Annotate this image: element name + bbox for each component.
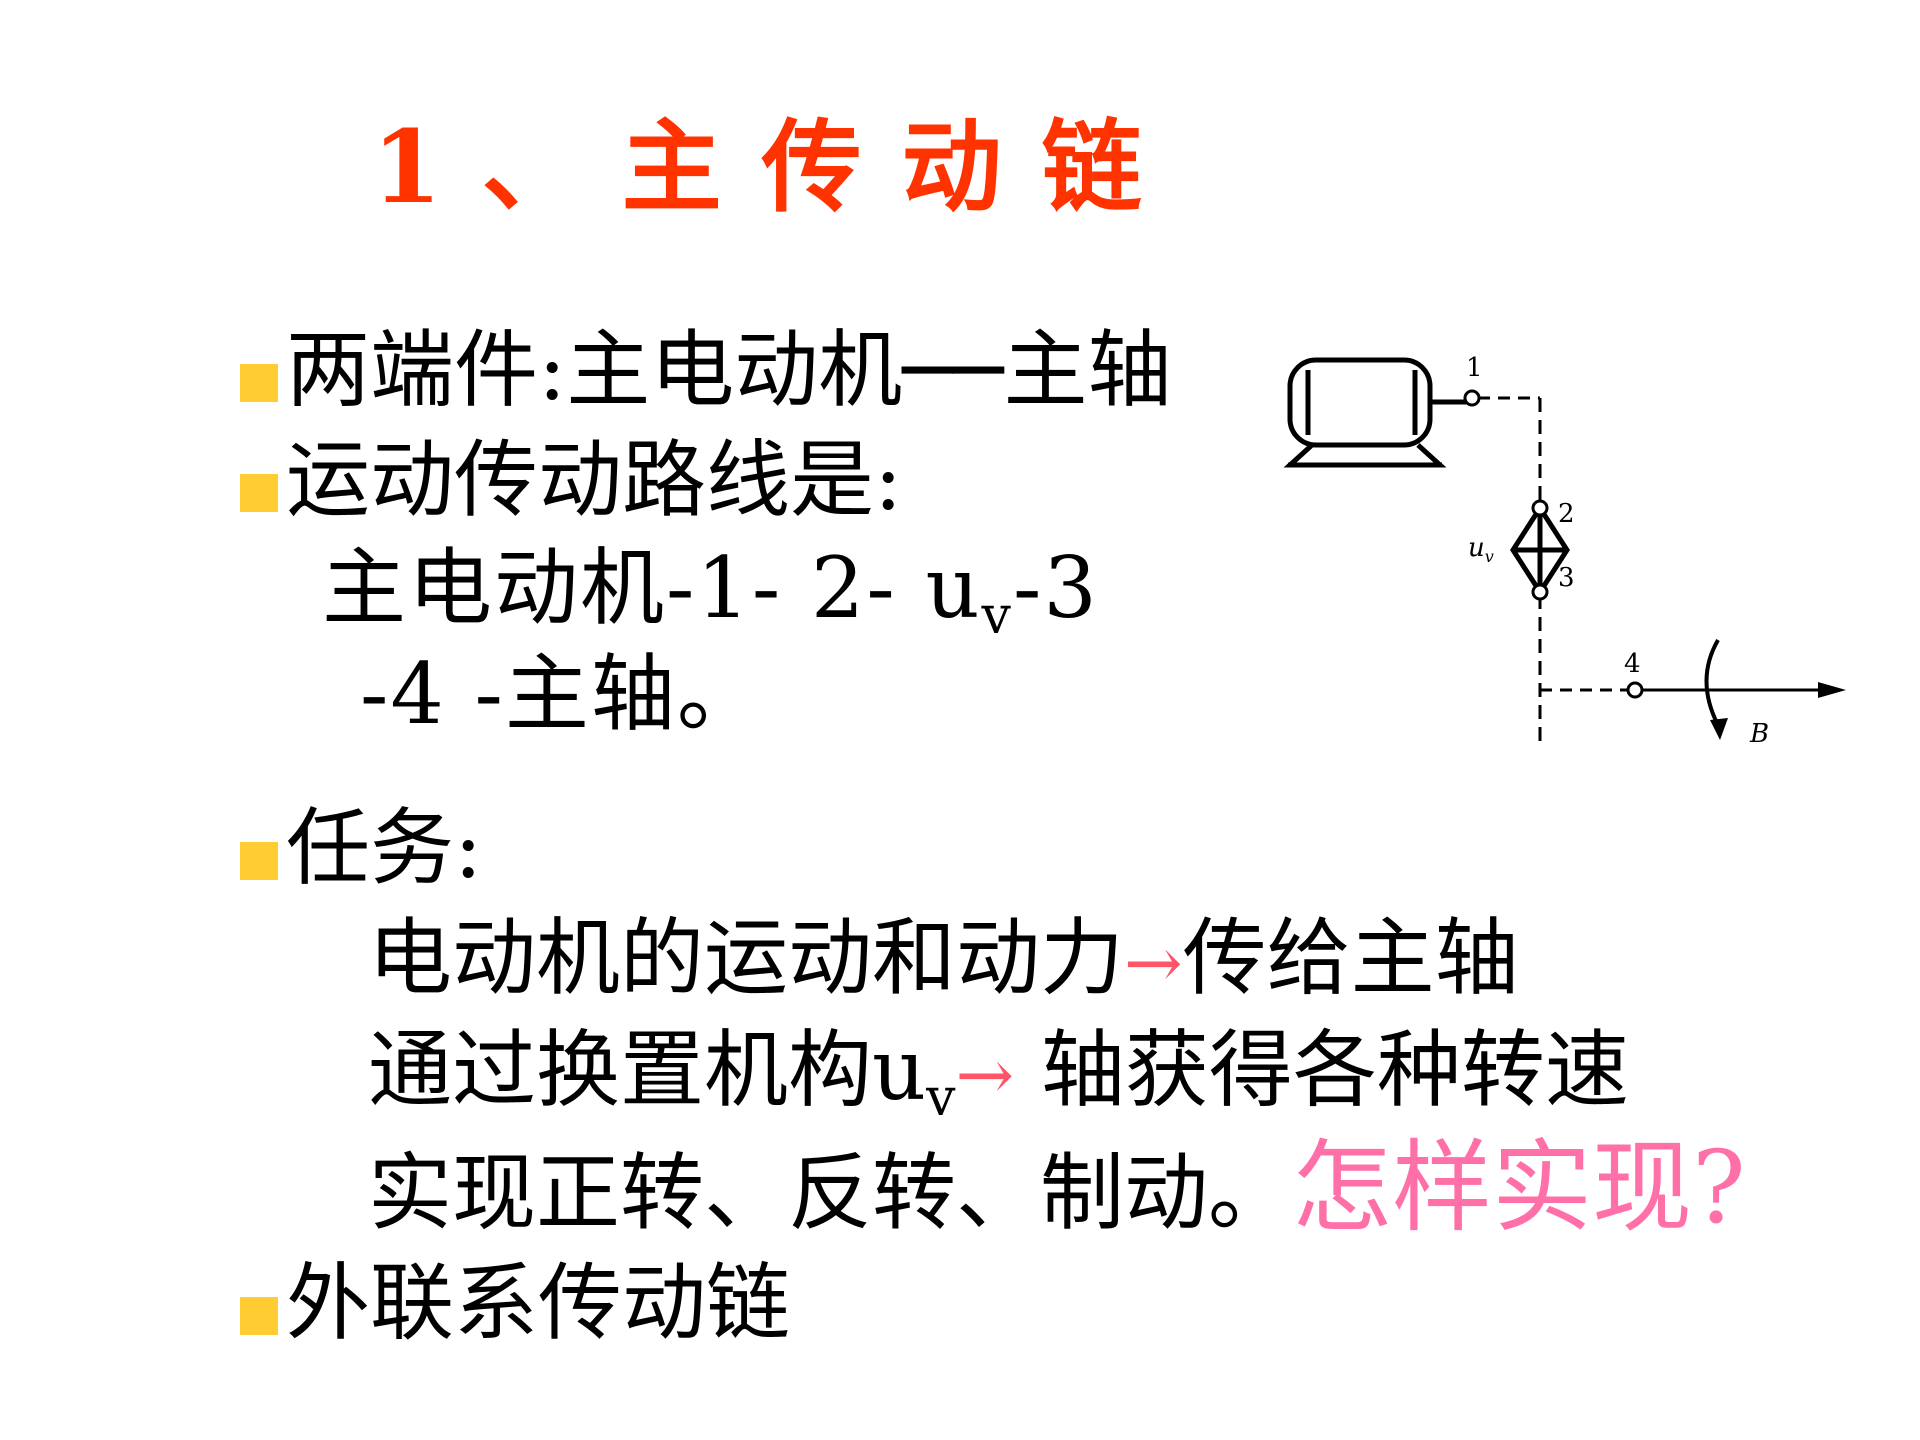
label-1: 1 xyxy=(1466,353,1483,383)
bullet-task: 任务: xyxy=(240,800,482,897)
question-text: 怎样实现? xyxy=(1292,1129,1746,1246)
task-line-1-b: 传给主轴 xyxy=(1182,909,1519,1007)
task-line-1-a: 电动机的运动和动力 xyxy=(368,909,1125,1007)
bullet-square-icon xyxy=(240,364,278,402)
bullet-ends: 两端件:主电动机──主轴 xyxy=(240,322,1171,419)
label-uv-main: u xyxy=(1468,533,1485,563)
task-line-3-text: 实现正转、反转、制动。 xyxy=(368,1144,1293,1242)
bullet-square-icon xyxy=(240,1297,278,1335)
uv-subscript: v xyxy=(926,1068,956,1128)
motor-icon xyxy=(1283,357,1468,468)
transmission-diagram: 1 2 3 4 uv B xyxy=(1283,353,1846,749)
task-heading: 任务: xyxy=(286,799,483,897)
arrow-right-icon: → xyxy=(955,1034,1015,1116)
external-text: 外联系传动链 xyxy=(286,1254,791,1352)
task-line-2: 通过换置机构uv→ 轴获得各种转速 xyxy=(368,1022,1629,1129)
label-4: 4 xyxy=(1624,649,1641,679)
route-line-2: -4 -主轴。 xyxy=(360,646,763,743)
bullet-square-icon xyxy=(240,842,278,880)
chain-lines xyxy=(1478,396,1818,745)
spindle-arrow-icon xyxy=(1704,639,1846,740)
label-B: B xyxy=(1749,719,1769,749)
route-line-1-text: 主电动机-1- 2- u xyxy=(322,539,982,637)
task-line-1: 电动机的运动和动力→传给主轴 xyxy=(368,910,1519,1007)
label-uv: uv xyxy=(1468,533,1494,566)
task-line-2-b: 轴获得各种转速 xyxy=(1014,1021,1629,1119)
node-markers xyxy=(1463,389,1644,699)
ends-text: 两端件:主电动机──主轴 xyxy=(286,321,1172,419)
bullet-external: 外联系传动链 xyxy=(240,1255,790,1352)
arrow-right-icon: → xyxy=(1124,922,1183,1004)
label-3: 3 xyxy=(1558,563,1575,593)
task-line-3: 实现正转、反转、制动。怎样实现? xyxy=(368,1130,1746,1245)
bullet-square-icon xyxy=(240,474,278,512)
route-line-1: 主电动机-1- 2- uv-3 xyxy=(322,540,1099,647)
route-line-1-tail: -3 xyxy=(1012,539,1099,637)
label-uv-sub: v xyxy=(1485,547,1494,566)
uv-subscript: v xyxy=(981,586,1013,646)
label-2: 2 xyxy=(1558,499,1575,529)
slide-title: 1、主传动链 xyxy=(372,108,1182,226)
route-heading: 运动传动路线是: xyxy=(286,431,903,529)
bullet-route: 运动传动路线是: xyxy=(240,432,902,529)
route-line-2-text: -4 -主轴。 xyxy=(360,645,763,743)
task-line-2-a: 通过换置机构u xyxy=(368,1021,927,1119)
